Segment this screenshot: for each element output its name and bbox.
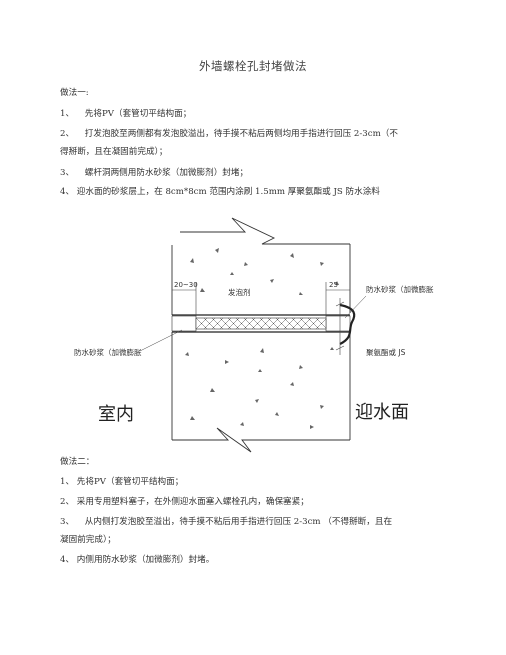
step-text: 内侧用防水砂浆（加微膨剂）封堵。 [76, 555, 215, 565]
method2-step-3-cont: 凝固前完成）； [60, 535, 116, 545]
dimension-lines [172, 282, 350, 355]
label-waterside: 迎水面 [355, 402, 409, 423]
step-text: 螺杆洞两侧用防水砂浆（加微膨剂）封堵； [84, 168, 249, 178]
method2-heading: 做法二： [60, 457, 95, 467]
step-text: 打发泡胶至两侧都有发泡胶溢出，待手摸不粘后两侧均用手指进行回压 2-3cm（不 [84, 129, 398, 139]
dimension-right: 25 [329, 281, 338, 289]
foam-hatch [195, 317, 327, 330]
wall-outline [171, 217, 351, 453]
method2-step-3: 3、 从内侧打发泡胶至溢出，待手摸不粘后用手指进行回压 2-3cm （不得掰断，… [60, 516, 392, 528]
step-text: 从内侧打发泡胶至溢出，待手摸不粘后用手指进行回压 2-3cm （不得掰断，且在 [84, 517, 393, 527]
step-number: 4、 [60, 555, 75, 565]
concrete-texture [185, 248, 339, 429]
step-text: 先将PV（套管切平结构面； [84, 109, 192, 119]
step-number: 3、 [60, 168, 75, 178]
step-number: 1、 [60, 109, 75, 119]
method2-step-2: 2、 采用专用塑料塞子，在外侧迎水面塞入螺栓孔内，确保塞紧； [60, 496, 309, 508]
method1-step-1: 1、 先将PV（套管切平结构面； [60, 108, 191, 120]
waterproof-coating [339, 303, 356, 345]
step-text: 先将PV（套管切平结构面； [76, 477, 184, 487]
method1-step-2: 2、 打发泡胶至两侧都有发泡胶溢出，待手摸不粘后两侧均用手指进行回压 2-3cm… [60, 128, 398, 140]
bolt-hole [171, 314, 351, 333]
method2-step-1: 1、 先将PV（套管切平结构面； [60, 476, 183, 488]
step-number: 1、 [60, 477, 75, 487]
leader-mortar-left [139, 329, 183, 352]
method2-step-4: 4、 内侧用防水砂浆（加微膨剂）封堵。 [60, 554, 214, 566]
method1-step-4: 4、 迎水面的砂浆层上，在 8cm*8cm 范围内涂刷 1.5mm 厚聚氨酯或 … [60, 186, 380, 198]
page-title: 外墙螺栓孔封堵做法 [199, 59, 307, 73]
step-number: 3、 [60, 517, 75, 527]
step-text: 迎水面的砂浆层上，在 8cm*8cm 范围内涂刷 1.5mm 厚聚氨酯或 JS … [76, 187, 380, 197]
label-foam: 发泡剂 [228, 287, 251, 297]
method1-heading: 做法一: [60, 88, 89, 98]
method1-step-3: 3、 螺杆洞两侧用防水砂浆（加微膨剂）封堵； [60, 167, 248, 179]
method1-step-2-cont: 得掰断，且在凝固前完成）； [60, 147, 168, 157]
label-coating: 聚氨酯或 JS [366, 347, 406, 357]
step-number: 2、 [60, 497, 75, 507]
step-number: 4、 [60, 187, 75, 197]
label-mortar-right: 防水砂浆（加微膨胀 [366, 284, 434, 294]
step-text: 采用专用塑料塞子，在外侧迎水面塞入螺栓孔内，确保塞紧； [76, 497, 309, 507]
leader-mortar-right [344, 295, 367, 319]
step-number: 2、 [60, 129, 75, 139]
label-mortar-left: 防水砂浆（加微膨胀 [74, 347, 142, 357]
dimension-left: 20~30 [174, 281, 198, 289]
label-indoor: 室内 [98, 404, 134, 425]
